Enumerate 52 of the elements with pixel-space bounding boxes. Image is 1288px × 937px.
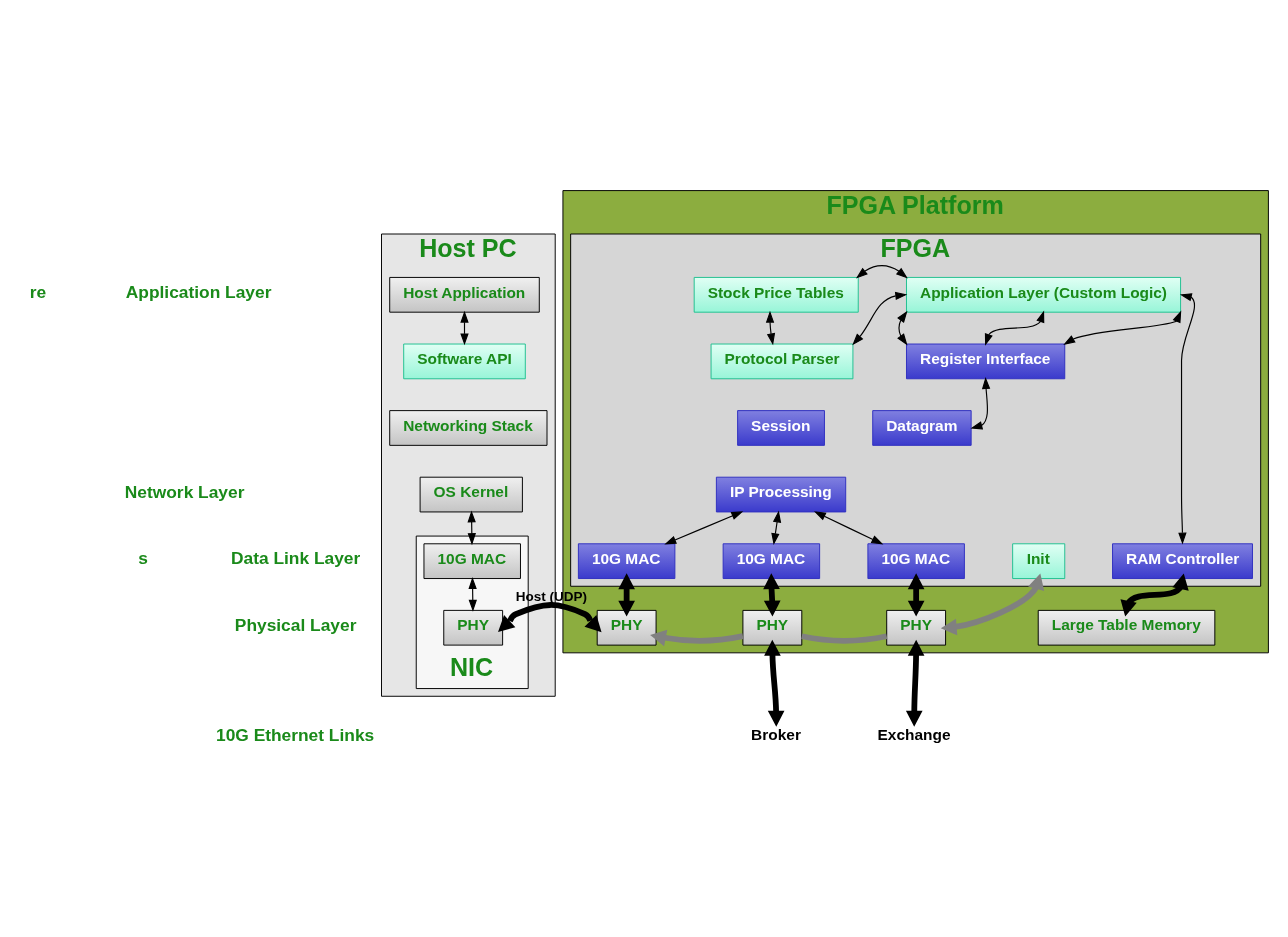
arrow bbox=[813, 510, 884, 544]
node-box: PHY bbox=[742, 609, 803, 646]
node-text: Exchange bbox=[877, 725, 951, 743]
label: Physical Layer bbox=[234, 614, 357, 635]
arrow bbox=[498, 601, 602, 632]
node-box: PHY bbox=[886, 609, 947, 646]
label: re bbox=[29, 281, 47, 302]
node-box: 10G MAC bbox=[577, 542, 676, 579]
node-box: 10G MAC bbox=[423, 542, 521, 579]
arrow bbox=[1120, 572, 1189, 616]
label: s bbox=[138, 547, 148, 568]
arrow bbox=[1178, 292, 1195, 545]
label: Application Layer bbox=[125, 281, 272, 302]
node-box: 10G MAC bbox=[867, 542, 965, 579]
node-box: PHY bbox=[596, 609, 657, 646]
arrow bbox=[765, 310, 776, 345]
node-box: PHY bbox=[443, 609, 504, 646]
arrow bbox=[905, 639, 925, 727]
node-box: OS Kernel bbox=[419, 476, 523, 512]
arrow bbox=[618, 572, 635, 617]
arrow bbox=[664, 510, 744, 544]
node-box: RAM Controller bbox=[1112, 542, 1253, 579]
label: 10G Ethernet Links bbox=[216, 724, 375, 745]
node-box: Software API bbox=[403, 343, 526, 379]
node-box: Host Application bbox=[389, 276, 540, 313]
arrow bbox=[855, 264, 908, 279]
label: Network Layer bbox=[124, 481, 245, 502]
node-text: Broker bbox=[751, 725, 801, 743]
node-box: Register Interface bbox=[906, 343, 1066, 379]
arrow bbox=[650, 629, 744, 646]
label: Data Link Layer bbox=[230, 547, 361, 568]
arrow bbox=[1063, 310, 1182, 345]
arrow bbox=[907, 572, 925, 617]
node-box: Init bbox=[1012, 542, 1066, 579]
node-box: Protocol Parser bbox=[710, 343, 854, 379]
node-box: Networking Stack bbox=[389, 409, 548, 446]
arrow bbox=[771, 509, 782, 545]
arrow bbox=[763, 572, 781, 617]
node-box: Application Layer (Custom Logic) bbox=[906, 276, 1182, 313]
arrow bbox=[984, 310, 1045, 346]
node-box: IP Processing bbox=[715, 476, 847, 512]
arrow bbox=[897, 310, 908, 345]
arrow bbox=[852, 291, 908, 345]
node-box: Large Table Memory bbox=[1037, 609, 1216, 646]
node-box: Datagram bbox=[872, 409, 972, 446]
arrow bbox=[970, 376, 991, 429]
node-box: 10G MAC bbox=[722, 542, 821, 579]
node-box: Session bbox=[737, 409, 825, 446]
node-box: Stock Price Tables bbox=[693, 276, 859, 313]
arrow bbox=[764, 639, 785, 727]
arrow bbox=[940, 573, 1045, 635]
connector bbox=[801, 632, 888, 644]
